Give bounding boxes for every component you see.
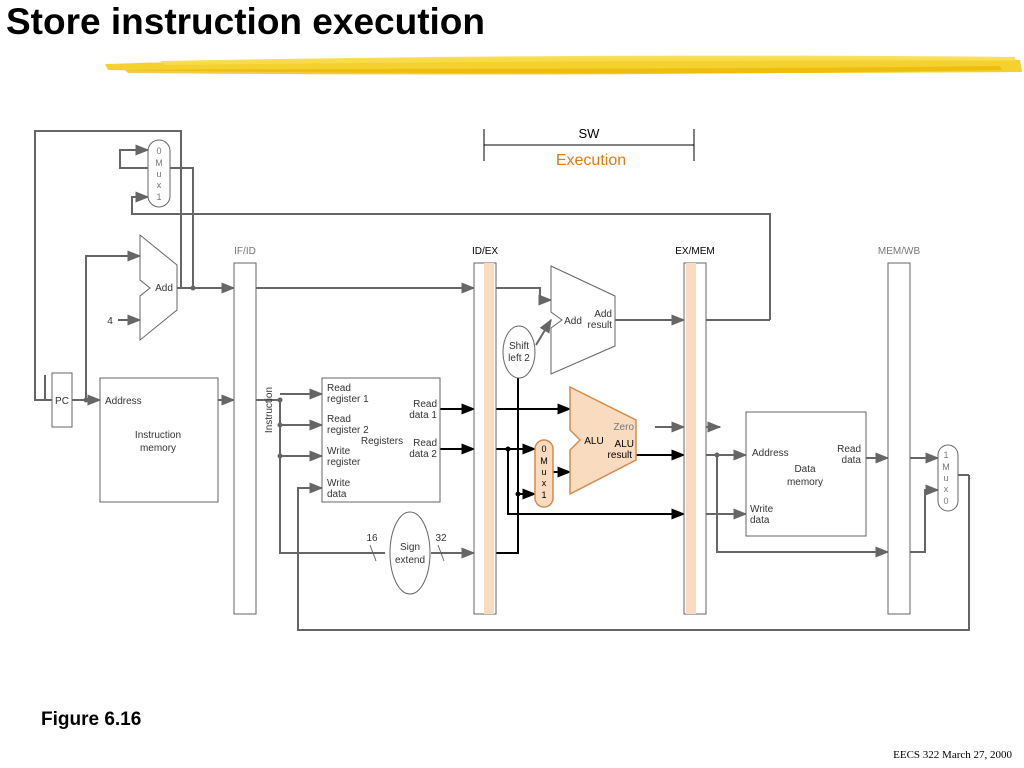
alu: ALU Zero ALU result [569,385,637,496]
svg-text:32: 32 [435,533,447,544]
title-brush-stroke [105,55,1022,75]
active-wires [440,344,686,554]
ifid-label: IF/ID [234,246,256,257]
svg-text:16: 16 [366,533,378,544]
instruction-memory: Address Instruction memory [99,377,219,503]
pipeline-register-idex: ID/EX [472,246,498,615]
svg-text:x: x [944,484,949,494]
svg-text:u: u [943,473,948,483]
svg-text:memory: memory [140,443,176,454]
svg-text:Read: Read [413,438,437,449]
writeback-mux: 1 M u x 0 [937,444,959,512]
pipeline-register-ifid: IF/ID Instruction [233,246,275,615]
svg-text:Read: Read [837,444,861,455]
svg-text:Sign: Sign [400,542,420,553]
svg-text:x: x [157,180,162,190]
svg-text:0: 0 [156,146,161,156]
slide-title: Store instruction execution [6,1,486,42]
svg-text:0: 0 [943,496,948,506]
svg-text:register: register [327,457,361,468]
instruction-bus-label: Instruction [264,387,275,433]
idex-label: ID/EX [472,246,498,257]
svg-text:left 2: left 2 [508,353,530,364]
junction-dots-active [505,446,521,497]
svg-text:u: u [541,467,546,477]
memwb-label: MEM/WB [878,246,921,257]
inactive-wires [34,130,970,631]
svg-text:1: 1 [943,450,948,460]
svg-text:Instruction: Instruction [135,430,181,441]
svg-text:Zero: Zero [613,422,634,433]
svg-text:ALU: ALU [584,436,603,447]
slide-footer: EECS 322 March 27, 2000 [893,749,1012,761]
svg-text:Address: Address [752,448,789,459]
svg-text:Add: Add [564,316,582,327]
stage-bracket: SW Execution [483,126,695,169]
sign-extend-unit: Sign extend 16 32 [366,511,447,595]
svg-text:memory: memory [787,477,823,488]
instruction-label: SW [579,126,601,141]
svg-text:register 1: register 1 [327,394,369,405]
svg-text:data: data [842,455,862,466]
svg-text:Add: Add [594,309,612,320]
svg-text:data 2: data 2 [409,449,437,460]
svg-text:M: M [540,456,548,466]
svg-text:Write: Write [327,446,351,457]
svg-text:register 2: register 2 [327,425,369,436]
svg-text:Write: Write [327,478,351,489]
svg-text:Data: Data [794,464,816,475]
phase-label: Execution [556,152,626,169]
figure-caption: Figure 6.16 [41,709,142,730]
exmem-label: EX/MEM [675,246,714,257]
svg-text:M: M [155,158,163,168]
svg-text:M: M [942,462,950,472]
svg-text:Read: Read [327,383,351,394]
svg-text:0: 0 [541,444,546,454]
pc-label: PC [55,396,69,407]
pc-adder-label: Add [155,283,173,294]
svg-text:extend: extend [395,555,425,566]
svg-text:x: x [542,478,547,488]
svg-text:1: 1 [156,192,161,202]
svg-text:Write: Write [750,504,774,515]
svg-text:u: u [156,169,161,179]
svg-text:data: data [750,515,770,526]
constant-four: 4 [107,316,113,327]
pc-mux: 0 M u x 1 [147,139,171,208]
svg-text:1: 1 [541,490,546,500]
svg-text:ALU: ALU [615,439,634,450]
svg-text:data 1: data 1 [409,410,437,421]
shift-left-unit: Shift left 2 [502,325,536,379]
svg-text:Registers: Registers [361,436,403,447]
svg-text:data: data [327,489,347,500]
branch-adder: Add Add result [550,265,616,375]
svg-text:result: result [608,450,633,461]
svg-text:Read: Read [413,399,437,410]
data-memory: Address Read data Data memory Write data [745,411,867,537]
pc-adder: Add 4 [107,233,178,342]
pipeline-register-memwb: MEM/WB [878,246,921,615]
register-file: Read register 1 Read register 2 Write re… [321,377,441,503]
svg-text:result: result [588,320,613,331]
alu-source-mux: 0 M u x 1 [534,439,554,508]
junction-dots [83,285,720,459]
program-counter: PC [51,372,73,428]
svg-text:Shift: Shift [509,341,529,352]
svg-text:Read: Read [327,414,351,425]
pipeline-register-exmem: EX/MEM [675,246,715,615]
svg-text:Address: Address [105,396,142,407]
